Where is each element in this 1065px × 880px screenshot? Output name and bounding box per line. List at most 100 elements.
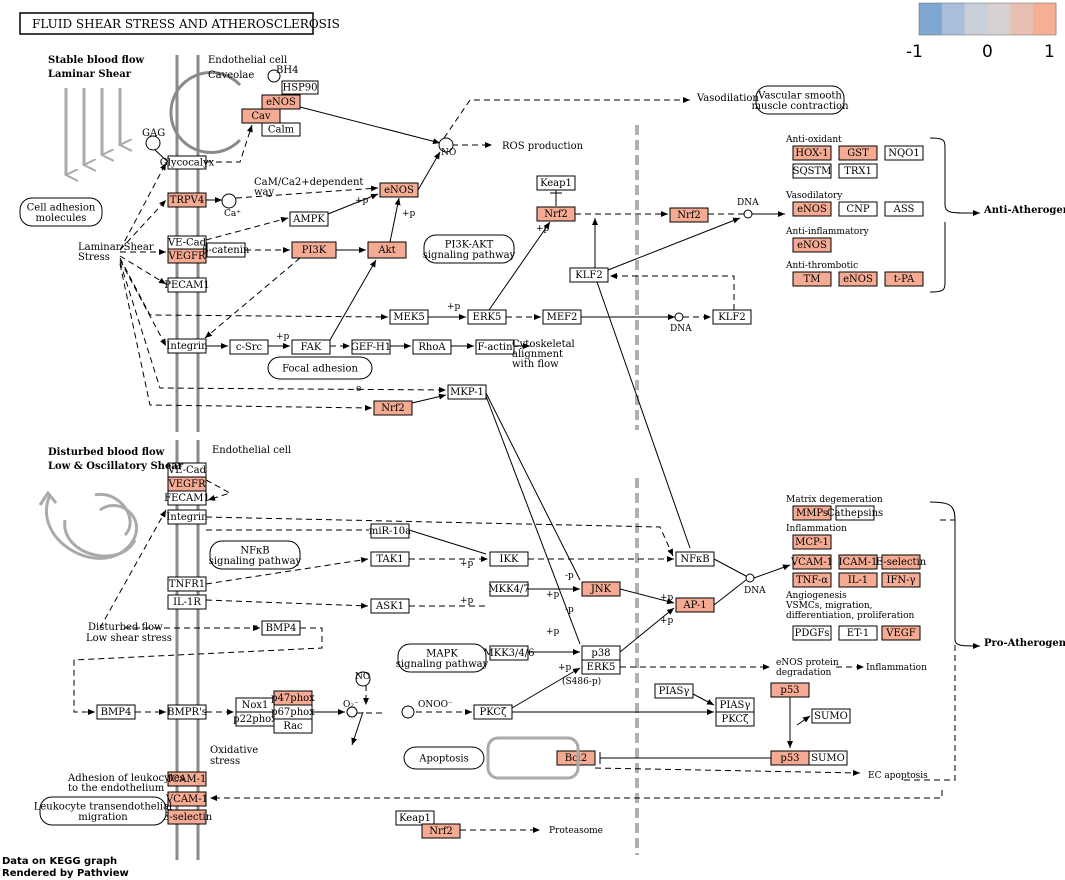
gene-enos-mid[interactable]: eNOS [379,182,419,198]
gene-box[interactable] [467,309,507,325]
gene-box[interactable] [675,597,715,613]
pathway-focal-adhesion[interactable]: Focal adhesion [267,356,373,380]
gene-hox1[interactable]: HOX-1 [792,145,832,161]
gene-nfkb[interactable]: NFκB [675,551,715,567]
gene-box[interactable] [838,201,878,217]
gene-box[interactable] [261,94,301,110]
gene-box[interactable] [884,271,924,287]
gene-box[interactable] [811,708,851,724]
gene-box[interactable] [273,718,313,734]
gene-gefh1[interactable]: GEF-H1 [351,339,391,355]
gene-box[interactable] [281,80,319,95]
gene-mkp1[interactable]: MKP-1 [447,384,487,400]
gene-mkk346[interactable]: MKK3/4/6 [483,645,535,661]
gene-box[interactable] [838,163,878,179]
gene-icam1-l[interactable]: ICAM-1 [167,771,207,787]
gene-box[interactable] [447,384,487,400]
gene-box[interactable] [229,339,269,355]
gene-box[interactable] [669,207,709,223]
gene-box[interactable] [167,771,207,787]
gene-box[interactable] [167,576,207,592]
gene-mcp1[interactable]: MCP-1 [792,534,832,550]
gene-erk5-1[interactable]: ERK5 [467,309,507,325]
gene-pdgfs[interactable]: PDGFs [792,625,832,641]
gene-box[interactable] [475,339,515,355]
gene-akt[interactable]: Akt [367,241,407,259]
gene-bmprs[interactable]: BMPR's [167,704,207,720]
gene-box[interactable] [712,309,752,325]
gene-box[interactable] [167,248,207,264]
gene-box[interactable] [370,551,410,567]
gene-box[interactable] [536,206,576,222]
gene-cav[interactable]: Cav [241,108,281,124]
gene-box[interactable] [370,523,410,539]
gene-keap1-1[interactable]: Keap1 [536,175,576,191]
gene-vecad-1[interactable]: VE-Cad [167,235,207,250]
gene-box[interactable] [412,339,452,355]
pathway-box[interactable] [19,197,103,227]
gene-box[interactable] [881,625,921,641]
gene-mek5[interactable]: MEK5 [389,309,429,325]
gene-nrf2-2[interactable]: Nrf2 [669,207,709,223]
gene-box[interactable] [167,509,207,525]
gene-jnk[interactable]: JNK [581,581,621,597]
gene-bcatenin[interactable]: β-catenin [203,242,250,258]
gene-tnfr1[interactable]: TNFR1 [167,576,207,592]
gene-box[interactable] [373,400,413,416]
gene-il1[interactable]: IL-1 [838,572,878,588]
gene-box[interactable] [884,145,924,161]
gene-integrin-2[interactable]: Integrin [166,509,208,525]
gene-box[interactable] [167,704,207,720]
gene-glycocalyx[interactable]: Glycocalyx [160,155,215,170]
gene-p38[interactable]: p38 [581,645,621,661]
gene-pecam1-1[interactable]: PECAM1 [164,277,210,293]
gene-tpa[interactable]: t-PA [884,271,924,287]
gene-box[interactable] [715,711,755,727]
gene-bmp4-l[interactable]: BMP4 [96,704,136,720]
pathway-box[interactable] [423,234,515,264]
gene-pkcz-1[interactable]: PKCζ [473,704,513,720]
gene-hsp90[interactable]: HSP90 [281,80,319,95]
gene-box[interactable] [792,534,832,550]
gene-box[interactable] [395,810,435,826]
gene-box[interactable] [792,237,832,253]
gene-box[interactable] [206,242,246,258]
gene-cnp[interactable]: CNP [838,201,878,217]
gene-box[interactable] [167,192,207,208]
gene-box[interactable] [838,554,878,570]
gene-nqo1[interactable]: NQO1 [884,145,924,161]
gene-mir10a[interactable]: miR-10a [369,523,411,539]
pathway-box[interactable] [403,746,485,770]
gene-klf2-m[interactable]: KLF2 [569,267,609,283]
gene-box[interactable] [838,145,878,161]
gene-p47phox[interactable]: p47phox [271,690,315,706]
gene-box[interactable] [792,145,832,161]
gene-box[interactable] [289,211,329,227]
gene-box[interactable] [367,241,407,259]
gene-icam1-r[interactable]: ICAM-1 [838,554,878,570]
gene-factin[interactable]: F-actin [475,339,515,355]
gene-ass[interactable]: ASS [884,201,924,217]
gene-box[interactable] [167,277,207,293]
gene-mkk47[interactable]: MKK4/7 [488,581,530,597]
gene-box[interactable] [489,581,529,597]
gene-box[interactable] [654,683,694,699]
gene-box[interactable] [581,659,621,675]
gene-box[interactable] [556,750,596,766]
gene-box[interactable] [835,505,875,521]
gene-csrc[interactable]: c-Src [229,339,269,355]
gene-box[interactable] [291,241,337,259]
gene-box[interactable] [792,163,832,179]
gene-vcam1-l[interactable]: VCAM-1 [165,791,208,807]
gene-nrf2-1[interactable]: Nrf2 [536,206,576,222]
gene-p53-1[interactable]: p53 [770,682,810,698]
gene-box[interactable] [792,505,832,521]
gene-box[interactable] [581,581,621,597]
gene-gst[interactable]: GST [838,145,878,161]
gene-box[interactable] [770,682,810,698]
